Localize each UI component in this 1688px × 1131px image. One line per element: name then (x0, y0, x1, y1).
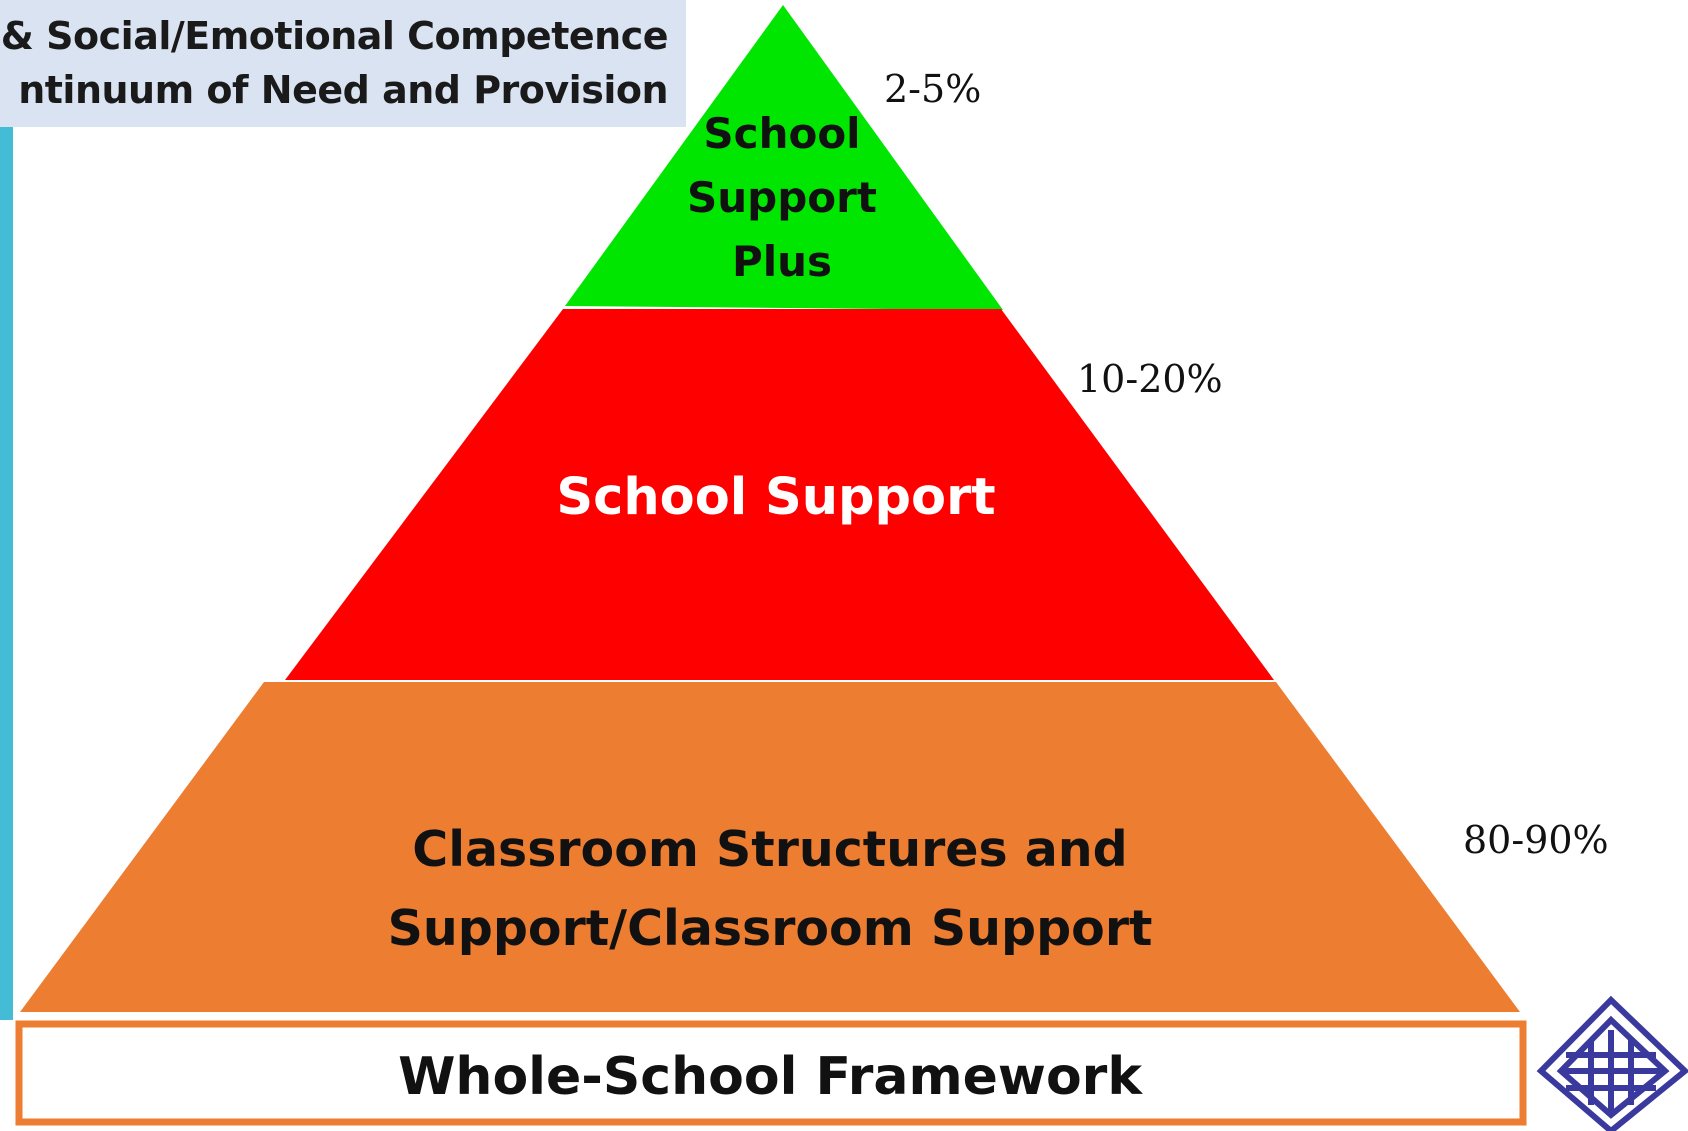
diamond-lattice-logo-icon (1536, 995, 1688, 1131)
tier-bottom-percentage: 80-90% (1463, 818, 1609, 862)
tier-middle-shape (285, 309, 1274, 680)
title-line-1: mic & Social/Emotional Competence (0, 14, 668, 58)
tier-middle-percentage: 10-20% (1077, 357, 1223, 401)
base-framework-box (15, 1020, 1527, 1126)
side-accent-bar (0, 127, 13, 1020)
tier-top-label-line-3: Plus (732, 237, 832, 286)
base-framework-label: Whole-School Framework (398, 1047, 1143, 1107)
tier-top-label-line-1: School (703, 109, 860, 158)
tier-middle-label: School Support (556, 468, 995, 527)
title-line-2: ntinuum of Need and Provision (18, 68, 668, 112)
tier-bottom-label-line-1: Classroom Structures and (412, 821, 1128, 878)
tier-top-label-line-2: Support (687, 173, 877, 222)
tier-top-percentage: 2-5% (884, 67, 981, 111)
tier-top-shape (565, 5, 1003, 310)
tier-bottom-shape (20, 682, 1520, 1012)
tier-bottom-label-line-2: Support/Classroom Support (388, 900, 1153, 957)
title-banner: mic & Social/Emotional Competence ntinuu… (0, 0, 686, 127)
